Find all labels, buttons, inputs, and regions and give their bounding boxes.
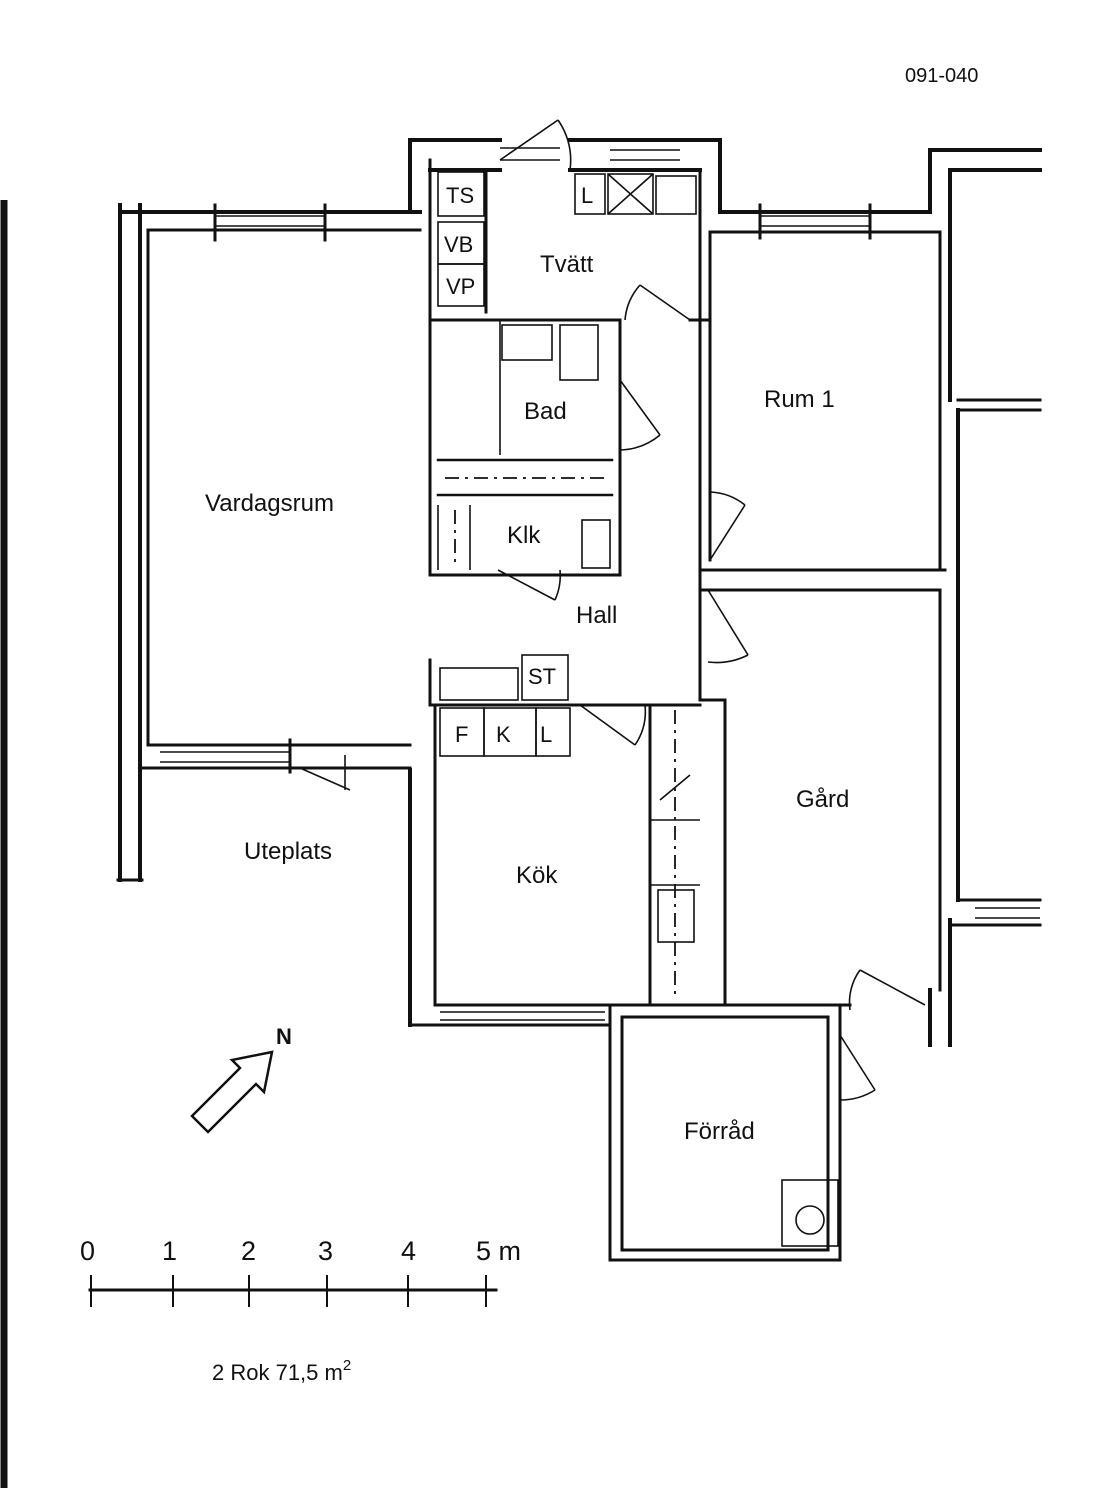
window-vardagsrum-top — [213, 203, 327, 242]
fixture-vp-box — [437, 263, 485, 307]
fixture-label-ts: TS — [446, 183, 474, 208]
hall-counter — [439, 667, 519, 701]
scale-tick-label: 1 — [162, 1236, 177, 1266]
fixture-label-f: F — [455, 722, 468, 747]
doors — [299, 119, 926, 1101]
drawing-number: 091-040 — [905, 65, 978, 87]
washer-box — [607, 173, 654, 215]
room-label-kok: Kök — [516, 862, 558, 889]
bad-sink — [559, 324, 599, 381]
scale-bar — [88, 1275, 498, 1307]
door-tvatt — [624, 284, 691, 321]
window-rum1-top — [758, 203, 872, 240]
window-right-lower — [975, 907, 1040, 919]
fixture-label-k: K — [496, 722, 511, 747]
wall-rum1 — [698, 148, 1042, 902]
window-vardagsrum-bottom — [160, 738, 292, 774]
scale-tick-label: 3 — [318, 1236, 333, 1266]
door-hall-gard — [707, 589, 749, 664]
window-kok-bottom — [440, 1011, 605, 1021]
fixture-label-vp: VP — [446, 274, 475, 299]
wall-tvatt — [408, 138, 722, 322]
fixture-label-l-kitchen: L — [540, 722, 552, 747]
fixture-st-box — [521, 654, 569, 701]
door-klk — [497, 569, 562, 601]
kok-stove — [657, 889, 695, 943]
room-label-rum1: Rum 1 — [764, 386, 835, 413]
fixture-label-st: ST — [528, 664, 556, 689]
scale-tick-label: 4 — [401, 1236, 416, 1266]
forrad-circle-icon — [795, 1205, 825, 1235]
walls — [116, 138, 1042, 1262]
fixture-label-vb: VB — [444, 232, 473, 257]
fixture-label-l-laundry: L — [581, 183, 593, 208]
apartment-summary: 2 Rok 71,5 m2 — [212, 1357, 351, 1385]
wall-bad-klk — [428, 318, 622, 577]
window-tvatt-top — [500, 147, 680, 161]
north-arrow-icon — [190, 1050, 274, 1134]
wall-forrad — [608, 1003, 852, 1262]
apartment-summary-superscript: 2 — [343, 1357, 351, 1374]
room-label-vardagsrum: Vardagsrum — [205, 490, 334, 517]
scale-tick-label: 5 m — [476, 1236, 521, 1266]
bathtub — [501, 324, 553, 361]
wall-vardagsrum — [116, 203, 422, 882]
windows — [160, 147, 1040, 1021]
north-label: N — [276, 1024, 292, 1049]
door-kok — [579, 704, 647, 746]
fixture-l-kitchen-box — [535, 707, 571, 757]
forrad-box — [781, 1179, 839, 1247]
wall-kok — [408, 658, 702, 1027]
door-forrad — [839, 1034, 876, 1101]
fixtures — [437, 170, 839, 1247]
room-label-bad: Bad — [524, 398, 567, 425]
apartment-summary-text: 2 Rok 71,5 m — [212, 1360, 343, 1385]
scale-tick-label: 2 — [241, 1236, 256, 1266]
room-label-klk: Klk — [507, 522, 541, 549]
fixture-ts-box — [437, 171, 485, 217]
door-rum1 — [709, 491, 746, 561]
wall-right — [928, 898, 1042, 1047]
room-label-hall: Hall — [576, 602, 617, 629]
fixture-l-laundry-box — [574, 173, 606, 215]
room-label-gard: Gård — [796, 786, 849, 813]
room-label-tvatt: Tvätt — [540, 251, 594, 278]
door-tvatt-entry — [499, 119, 572, 171]
door-gard-outside — [848, 969, 926, 1011]
scale-tick-label: 0 — [80, 1236, 95, 1266]
door-bad — [619, 379, 661, 451]
wall-hall — [698, 318, 942, 1007]
room-label-uteplats: Uteplats — [244, 838, 332, 865]
door-uteplats — [299, 744, 405, 791]
dryer-box — [655, 175, 697, 215]
room-label-forrad: Förråd — [684, 1118, 755, 1145]
